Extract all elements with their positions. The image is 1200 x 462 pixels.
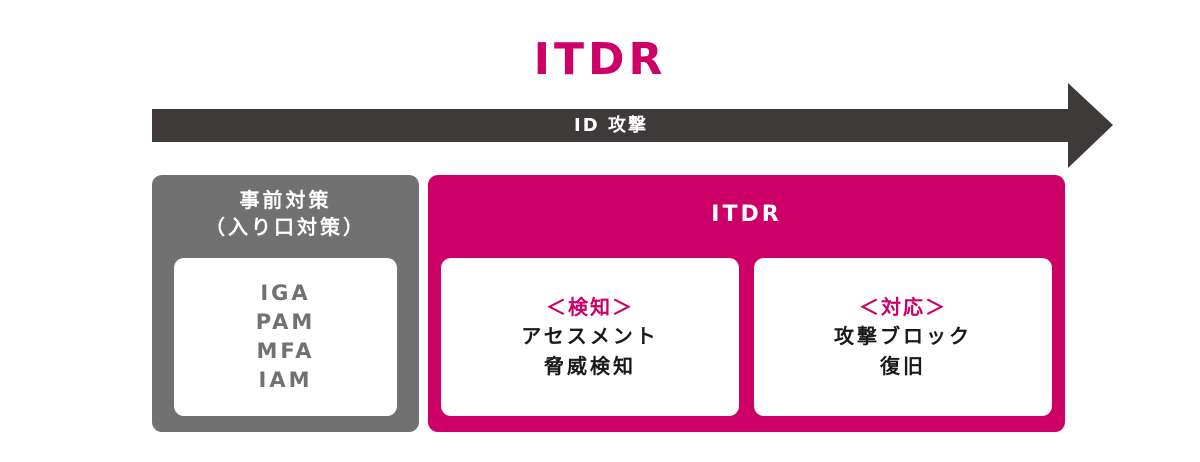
list-item: PAM <box>255 310 316 334</box>
arrow-label: ID 攻撃 <box>574 115 648 136</box>
detection-title: ＜検知＞ <box>546 295 634 319</box>
itdr-box: ITDR ＜検知＞ アセスメント 脅威検知 ＜対応＞ 攻撃ブロック 復旧 <box>428 175 1065 432</box>
pre-measures-heading-line1: 事前対策 <box>239 188 332 212</box>
response-line: 攻撃ブロック <box>834 324 972 348</box>
pre-measures-heading-line2: （入り口対策） <box>205 215 366 239</box>
pre-measures-heading: 事前対策 （入り口対策） <box>152 187 419 241</box>
pre-measures-box: 事前対策 （入り口対策） IGA PAM MFA IAM <box>152 175 419 432</box>
list-item: IGA <box>260 281 311 305</box>
detection-line: アセスメント <box>521 324 659 348</box>
detection-panel: ＜検知＞ アセスメント 脅威検知 <box>441 258 739 416</box>
response-title: ＜対応＞ <box>859 295 947 319</box>
arrow-right-icon <box>1068 83 1113 168</box>
response-line: 復旧 <box>880 354 926 378</box>
detection-line: 脅威検知 <box>544 354 636 378</box>
diagram-title: ITDR <box>533 34 667 85</box>
itdr-heading: ITDR <box>711 202 782 227</box>
list-item: IAM <box>258 368 313 392</box>
response-panel: ＜対応＞ 攻撃ブロック 復旧 <box>754 258 1052 416</box>
list-item: MFA <box>256 339 315 363</box>
arrow-shaft <box>152 109 1070 142</box>
pre-measures-list: IGA PAM MFA IAM <box>174 258 397 416</box>
